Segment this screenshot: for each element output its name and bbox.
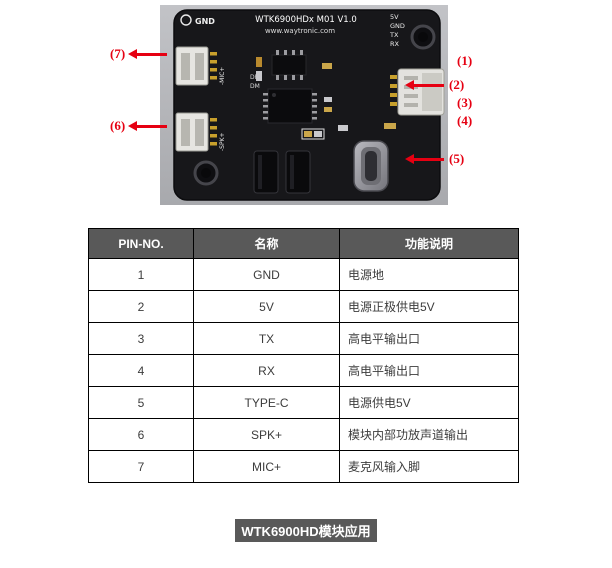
- callout-1: (1): [452, 54, 472, 68]
- cell-pin: 7: [88, 450, 194, 483]
- mounting-hole-bottom-left: [193, 160, 219, 186]
- cell-name: 5V: [193, 290, 340, 323]
- dm-silkscreen-label: DM: [250, 83, 260, 90]
- callout-2-arrow-icon: [405, 79, 444, 90]
- callout-1-label: (1): [457, 53, 473, 68]
- cell-pin: 5: [88, 386, 194, 419]
- cell-desc: 电源正极供电5V: [339, 290, 519, 323]
- cell-pin: 3: [88, 322, 194, 355]
- smd-components: [256, 57, 396, 140]
- callout-5-label: (5): [449, 151, 465, 166]
- cell-name: GND: [193, 258, 340, 291]
- pcb-board-illustration: GND WTK6900HDx M01 V1.0 www.waytronic.co…: [160, 5, 448, 205]
- table-row: 4 RX 高电平输出口: [88, 354, 519, 387]
- callout-4-label: (4): [457, 113, 473, 128]
- uart-connector: [390, 68, 445, 116]
- header-desc: 功能说明: [339, 228, 519, 259]
- callout-7-label: (7): [110, 46, 126, 61]
- table-header-row: PIN-NO. 名称 功能说明: [88, 228, 519, 259]
- callout-3: (3): [452, 96, 472, 110]
- callout-7: (7): [110, 46, 168, 61]
- table-row: 7 MIC+ 麦克风输入脚: [88, 450, 519, 483]
- cell-pin: 1: [88, 258, 194, 291]
- cell-name: SPK+: [193, 418, 340, 451]
- board-title-silkscreen: WTK6900HDx M01 V1.0: [255, 15, 357, 25]
- callout-2-label: (2): [449, 77, 465, 92]
- header-name: 名称: [193, 228, 340, 259]
- cell-name: TYPE-C: [193, 386, 340, 419]
- cell-pin: 2: [88, 290, 194, 323]
- cell-desc: 高电平输出口: [339, 322, 519, 355]
- mic-connector: [175, 46, 217, 86]
- board-url-silkscreen: www.waytronic.com: [265, 27, 335, 35]
- mic-silkscreen-label: -MIC+: [219, 67, 226, 85]
- gnd-silkscreen-label: GND: [195, 17, 215, 26]
- cell-name: MIC+: [193, 450, 340, 483]
- table-row: 3 TX 高电平输出口: [88, 322, 519, 355]
- main-ic-chip: [263, 88, 317, 124]
- callout-6-arrow-icon: [128, 120, 168, 131]
- callout-7-arrow-icon: [128, 48, 168, 59]
- cell-name: TX: [193, 322, 340, 355]
- callout-6: (6): [110, 118, 168, 133]
- cell-desc: 电源地: [339, 258, 519, 291]
- pin-label-5v: 5V: [390, 13, 399, 21]
- callout-5-arrow-icon: [405, 153, 444, 164]
- pcb-photo: GND WTK6900HDx M01 V1.0 www.waytronic.co…: [160, 5, 448, 205]
- pin-label-tx: TX: [389, 31, 399, 39]
- gnd-test-ring: [180, 14, 192, 26]
- pin-label-gnd: GND: [390, 22, 405, 30]
- table-row: 6 SPK+ 模块内部功放声道输出: [88, 418, 519, 451]
- callout-5: (5): [405, 151, 465, 166]
- uart-pin-labels: 5V GND TX RX: [389, 13, 405, 48]
- cell-desc: 电源供电5V: [339, 386, 519, 419]
- cell-desc: 高电平输出口: [339, 354, 519, 387]
- table-row: 1 GND 电源地: [88, 258, 519, 291]
- cell-pin: 6: [88, 418, 194, 451]
- cell-desc: 麦克风输入脚: [339, 450, 519, 483]
- mounting-hole-top-right: [410, 24, 436, 50]
- callout-2: (2): [405, 77, 465, 92]
- figure-caption: WTK6900HD模块应用: [235, 519, 377, 542]
- spk-connector: [175, 112, 217, 152]
- cell-name: RX: [193, 354, 340, 387]
- capacitor-components: [253, 150, 311, 194]
- callout-4: (4): [452, 114, 472, 128]
- cell-desc: 模块内部功放声道输出: [339, 418, 519, 451]
- module-figure: GND WTK6900HDx M01 V1.0 www.waytronic.co…: [0, 0, 612, 212]
- cell-pin: 4: [88, 354, 194, 387]
- caption-container: WTK6900HD模块应用: [0, 519, 612, 542]
- callout-6-label: (6): [110, 118, 126, 133]
- pin-label-rx: RX: [390, 40, 400, 48]
- callout-3-label: (3): [457, 95, 473, 110]
- usb-type-c-port: [353, 140, 389, 192]
- header-pin-no: PIN-NO.: [88, 228, 194, 259]
- table-row: 5 TYPE-C 电源供电5V: [88, 386, 519, 419]
- table-row: 2 5V 电源正极供电5V: [88, 290, 519, 323]
- small-ic-chip: [271, 50, 307, 80]
- spk-silkscreen-label: -SPK+: [219, 132, 226, 151]
- pin-table: PIN-NO. 名称 功能说明 1 GND 电源地 2 5V 电源正极供电5V …: [88, 228, 519, 483]
- dp-silkscreen-label: DP: [250, 74, 259, 81]
